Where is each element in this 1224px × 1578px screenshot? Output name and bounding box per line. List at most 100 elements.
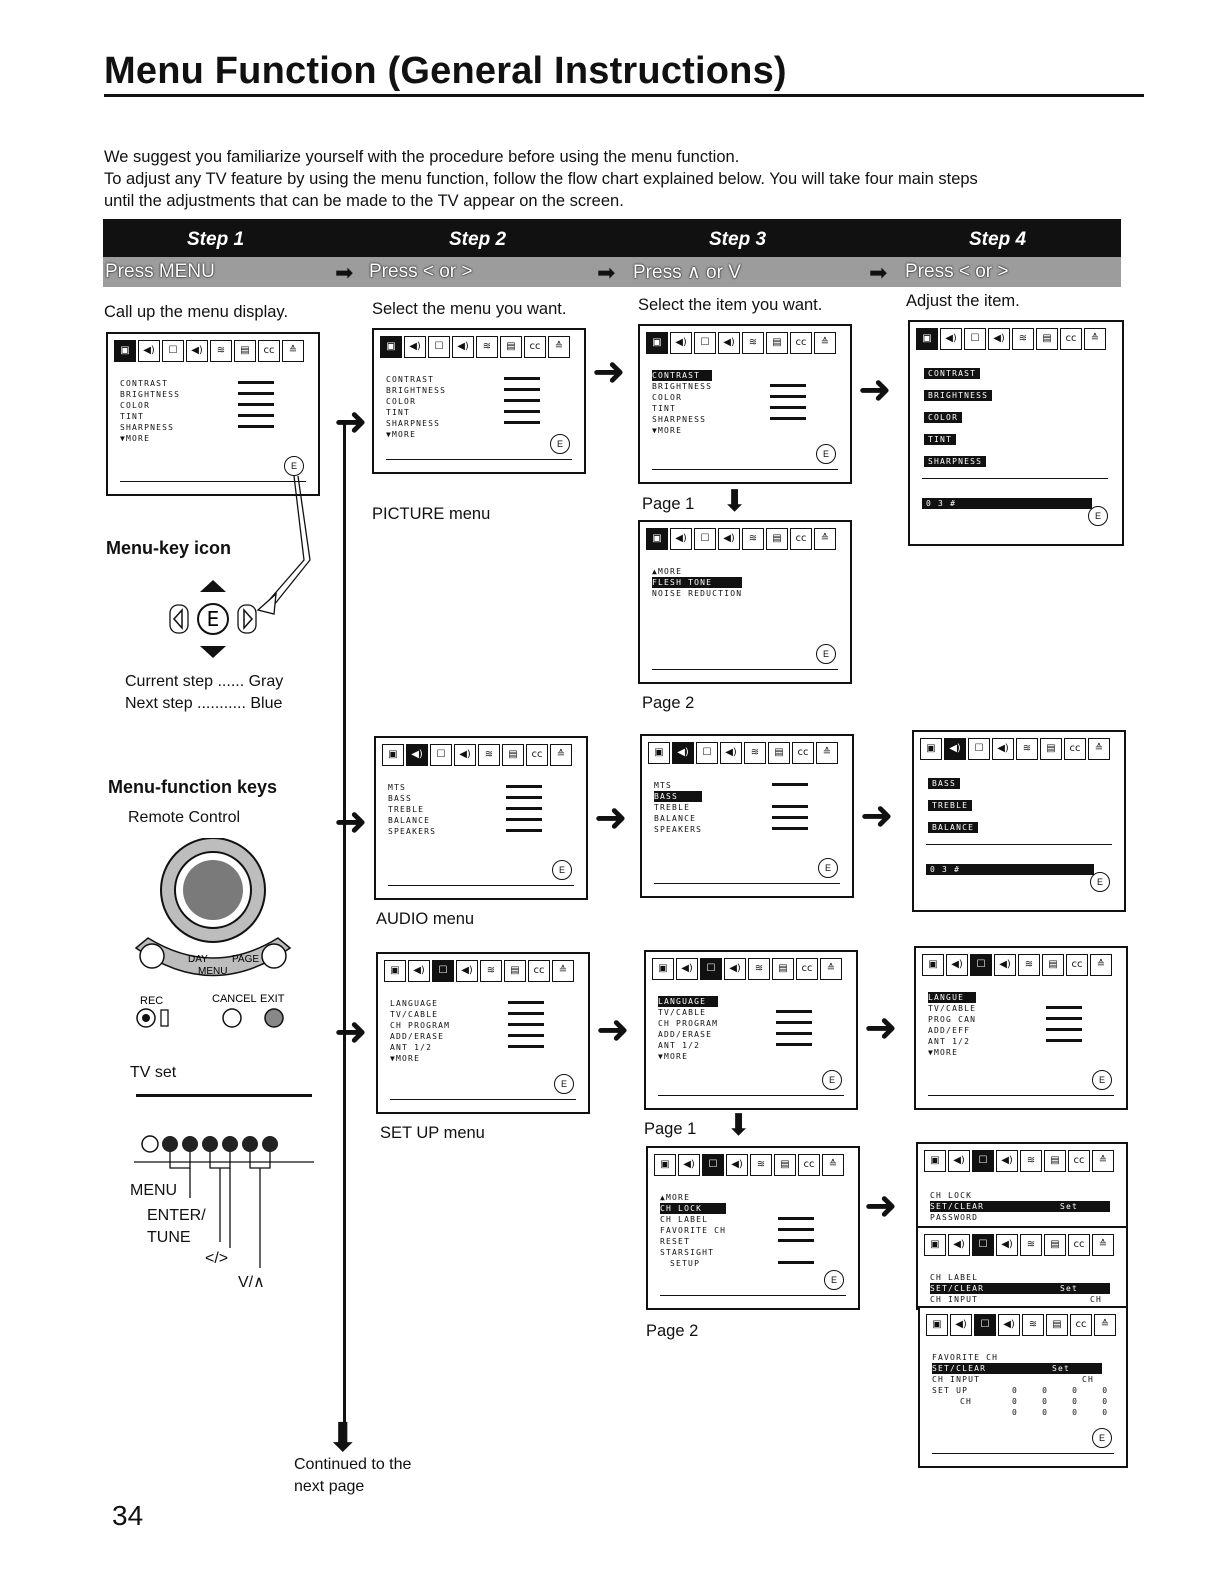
step-4-desc: Adjust the item.	[906, 292, 1020, 310]
caption-icon: cc	[1064, 738, 1086, 760]
step-1-desc: Call up the menu display.	[104, 303, 289, 321]
audio-menu-screen: ▣◀)☐◀)≋▤cc≙ MTS BASS TREBLE BALANCE SPEA…	[374, 736, 588, 900]
audio-icon: ◀)	[408, 960, 430, 982]
list-item: MTS	[388, 782, 542, 793]
setup-item-list: LANGUAGE TV/CABLE CH PROGRAM ADD/ERASE A…	[390, 998, 544, 1064]
screen-divider	[654, 883, 840, 884]
menu-key-icon: E	[550, 434, 570, 454]
exit-key-label: EXIT	[260, 993, 285, 1005]
list-item: CONTRAST	[386, 374, 540, 385]
menu-icon-row: ▣◀)☐◀)≋▤cc≙	[384, 960, 574, 982]
title-rule	[104, 94, 1144, 97]
audio-icon: ◀)	[406, 744, 428, 766]
list-item: BALANCE	[654, 813, 808, 824]
setup-page2-screen: ▣◀)☐◀)≋▤cc≙ ▲MORE CH LOCK CH LABEL FAVOR…	[646, 1146, 860, 1310]
list-item: ▼MORE	[928, 1048, 959, 1057]
audio-item-list: MTS BASS TREBLE BALANCE SPEAKERS	[654, 780, 808, 835]
picture-icon: ▣	[924, 1234, 946, 1256]
caption-icon: cc	[524, 336, 546, 358]
step-1-label: Step 1	[187, 229, 245, 250]
picture-menu-screen: ▣◀)☐◀)≋▤cc≙ CONTRAST BRIGHTNESS COLOR TI…	[372, 328, 586, 474]
screen-divider	[658, 1095, 844, 1096]
caption-icon: cc	[792, 742, 814, 764]
arrow-right-icon: ➜	[594, 796, 628, 840]
adjust-item: TREBLE	[928, 800, 973, 811]
steps-bar: Step 1 Step 2 Step 3 Step 4	[103, 219, 1121, 257]
audio-icon: ◀)	[940, 328, 962, 350]
list-item: PASSWORD	[930, 1213, 979, 1222]
setup-icon: ☐	[700, 958, 722, 980]
tv-set-rule	[136, 1094, 312, 1097]
list-item: STARSIGHT	[660, 1248, 715, 1257]
audio-icon: ◀)	[948, 1150, 970, 1172]
menu-icon-row: ▣◀)☐◀)≋▤cc≙	[654, 1154, 844, 1176]
intro-line-3: until the adjustments that can be made t…	[104, 192, 624, 210]
menu-key-icon: E	[554, 1074, 574, 1094]
list-item: BALANCE	[388, 815, 542, 826]
menu-key-icon: E	[824, 1270, 844, 1290]
setup-page2-list: ▲MORE CH LOCK CH LABEL FAVORITE CH RESET…	[660, 1192, 814, 1269]
list-item: COLOR	[386, 396, 540, 407]
cyclone-icon: ≋	[742, 332, 764, 354]
sound-icon: ◀)	[718, 332, 740, 354]
picture-icon: ▣	[384, 960, 406, 982]
audio-icon: ◀)	[672, 742, 694, 764]
menu-screen-step1: ▣◀)☐◀)≋▤cc≙ CONTRAST BRIGHTNESS COLOR TI…	[106, 332, 320, 496]
caption-icon: cc	[528, 960, 550, 982]
setup-icon: ☐	[702, 1154, 724, 1176]
caption-icon: cc	[1060, 328, 1082, 350]
picture-item-list: CONTRAST BRIGHTNESS COLOR TINT SHARPNESS…	[652, 370, 806, 436]
sound-icon: ◀)	[988, 328, 1010, 350]
adjust-item: COLOR	[924, 412, 963, 423]
cyclone-icon: ≋	[480, 960, 502, 982]
remote-icon: ≙	[282, 340, 304, 362]
picture-item-list: CONTRAST BRIGHTNESS COLOR TINT SHARPNESS…	[120, 378, 274, 444]
menu-key-diagram: E	[169, 580, 257, 658]
list-item: CH LABEL	[930, 1273, 979, 1282]
arrow-right-icon: ➜	[334, 1010, 368, 1054]
audio-icon: ◀)	[138, 340, 160, 362]
preference-icon: ▤	[772, 958, 794, 980]
preference-icon: ▤	[768, 742, 790, 764]
sound-icon: ◀)	[718, 528, 740, 550]
tv-enter-label: ENTER/	[147, 1207, 206, 1224]
arrow-right-icon: ➜	[334, 400, 368, 444]
tv-set-buttons-diagram	[134, 1135, 314, 1268]
next-step-legend: Next step ........... Blue	[125, 695, 283, 712]
list-item: TINT	[120, 411, 274, 422]
list-item: TREBLE	[654, 802, 808, 813]
remote-icon: ≙	[1084, 328, 1106, 350]
setup-menu-caption: SET UP menu	[380, 1124, 485, 1142]
setup-icon: ☐	[696, 742, 718, 764]
menu-icon-row: ▣◀)☐◀)≋▤cc≙	[646, 528, 836, 550]
setup-icon: ☐	[970, 954, 992, 976]
press-4: Press < or >	[905, 261, 1009, 282]
list-item: BRIGHTNESS	[120, 389, 274, 400]
menu-icon-row: ▣◀)☐◀)≋▤cc≙	[924, 1150, 1114, 1172]
list-item: ▼MORE	[120, 434, 151, 443]
screen-divider	[120, 481, 306, 482]
list-item: ADD/EFF	[928, 1025, 1082, 1036]
audio-icon: ◀)	[678, 1154, 700, 1176]
adjust-item: BALANCE	[928, 822, 979, 833]
audio-icon: ◀)	[670, 528, 692, 550]
audio-icon: ◀)	[948, 1234, 970, 1256]
list-item-selected: CH LOCK	[660, 1203, 727, 1214]
list-item: SETUP	[660, 1258, 814, 1269]
cyclone-icon: ≋	[748, 958, 770, 980]
preference-icon: ▤	[774, 1154, 796, 1176]
day-key-label: DAY	[188, 954, 208, 965]
picture-icon: ▣	[646, 528, 668, 550]
remote-icon: ≙	[816, 742, 838, 764]
list-item: MTS	[654, 780, 808, 791]
cyclone-icon: ≋	[1022, 1314, 1044, 1336]
list-item: ANT 1/2	[928, 1036, 1082, 1047]
list-item: SHARPNESS	[120, 422, 274, 433]
caption-icon: cc	[1066, 954, 1088, 976]
preference-icon: ▤	[1036, 328, 1058, 350]
arrow-right-icon: ➜	[334, 800, 368, 844]
